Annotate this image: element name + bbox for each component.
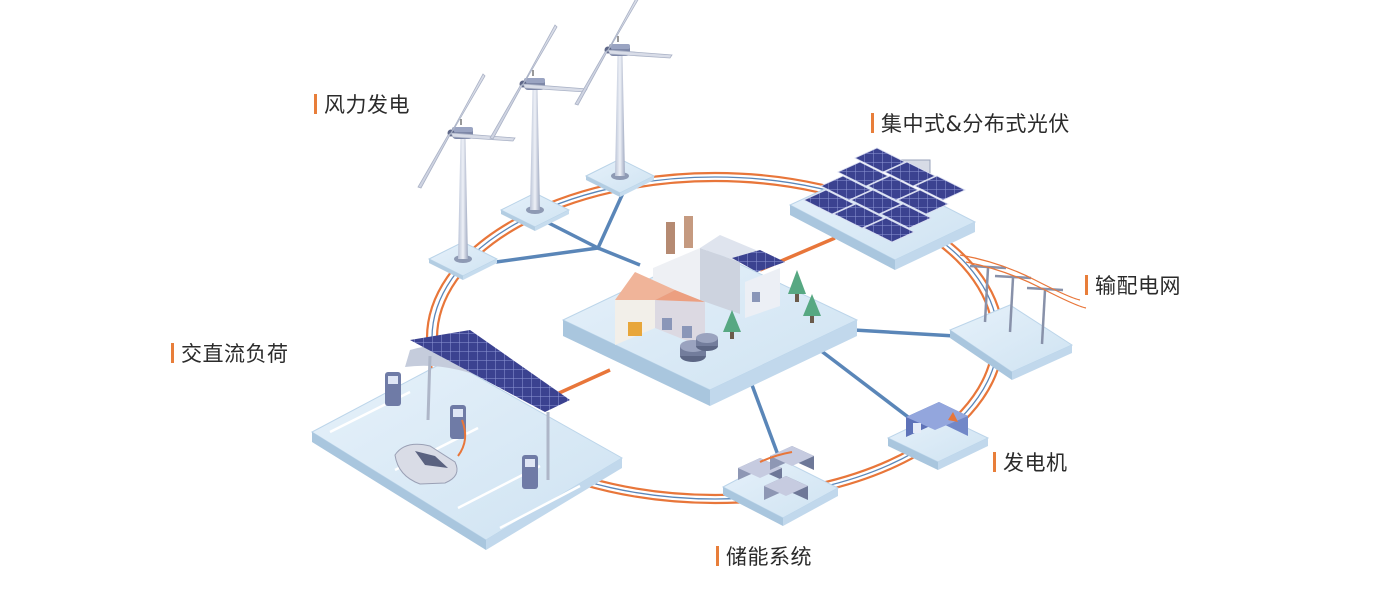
label-text: 储能系统 xyxy=(726,545,812,569)
label-accent-bar xyxy=(1085,275,1088,295)
transmission-tower-icon xyxy=(948,254,1087,380)
label-solar-pv: 集中式&分布式光伏 xyxy=(871,108,1070,138)
generator-icon xyxy=(886,402,990,470)
solar-panel-icon xyxy=(788,147,977,270)
label-accent-bar xyxy=(716,546,719,566)
connection-links xyxy=(495,181,956,456)
label-text: 集中式&分布式光伏 xyxy=(881,112,1070,136)
label-storage: 储能系统 xyxy=(716,541,812,571)
label-accent-bar xyxy=(993,452,996,472)
label-generator: 发电机 xyxy=(993,447,1068,477)
label-accent-bar xyxy=(871,113,874,133)
battery-icon xyxy=(721,446,840,526)
label-text: 输配电网 xyxy=(1095,274,1181,298)
label-text: 交直流负荷 xyxy=(181,342,289,366)
wind-turbine-icon xyxy=(417,0,673,281)
label-accent-bar xyxy=(171,343,174,363)
label-text: 发电机 xyxy=(1003,451,1068,475)
label-dc-load: 交直流负荷 xyxy=(171,338,289,368)
label-transmission-grid: 输配电网 xyxy=(1085,270,1181,300)
label-text: 风力发电 xyxy=(324,93,410,117)
ev-charger-icon xyxy=(310,330,623,550)
center-factory xyxy=(561,216,859,406)
label-wind-power: 风力发电 xyxy=(314,89,410,119)
label-accent-bar xyxy=(314,94,317,114)
